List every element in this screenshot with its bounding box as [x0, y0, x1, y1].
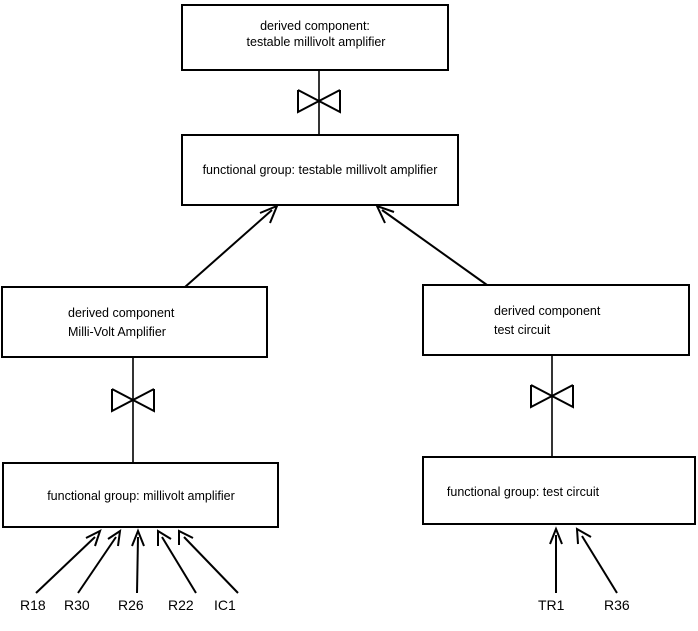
arrow-head-icon: [85, 529, 102, 547]
connector-derived-to-functional-group-right[interactable]: [530, 355, 574, 457]
node-derived-test-circuit[interactable]: derived component test circuit: [422, 284, 690, 356]
connector-derived-to-functional-group-left[interactable]: [111, 357, 155, 463]
node-derived-milli-volt-amplifier[interactable]: derived component Milli-Volt Amplifier: [1, 286, 268, 358]
node-label-line-1: derived component: [68, 306, 175, 320]
leaf-arrow-r22[interactable]: [157, 529, 197, 594]
node-box: [181, 134, 459, 206]
arrow-milli-volt-amplifier-to-testable-group[interactable]: [184, 204, 279, 288]
node-label-line-1: functional group: test circuit: [447, 485, 600, 499]
bowtie-icon: [111, 388, 155, 413]
bowtie-icon: [297, 89, 341, 114]
leaf-arrow-r26[interactable]: [131, 528, 145, 594]
node-label-line-2: test circuit: [494, 323, 551, 337]
leaf-arrows-layer: [35, 526, 618, 594]
node-functional-group-millivolt-amplifier[interactable]: functional group: millivolt amplifier: [2, 462, 279, 528]
leaf-arrow-ic1[interactable]: [178, 529, 239, 594]
arrow-shaft: [183, 536, 239, 594]
node-label-line-2: Milli-Volt Amplifier: [68, 325, 166, 339]
connector-derived-to-functional-group-top[interactable]: [297, 70, 341, 135]
leaf-labels-layer: R18 R30 R26 R22 IC1 TR1 R36: [20, 597, 630, 613]
arrow-shaft: [184, 209, 273, 288]
leaf-arrow-r30[interactable]: [77, 528, 122, 594]
node-functional-group-test-circuit[interactable]: functional group: test circuit: [422, 456, 696, 525]
node-functional-group-testable-millivolt-amplifier[interactable]: functional group: testable millivolt amp…: [181, 134, 459, 206]
connectors-layer: [111, 70, 574, 463]
arrow-shaft: [581, 535, 618, 594]
node-label-line-2: testable millivolt amplifier: [247, 35, 386, 49]
leaf-arrow-r36[interactable]: [575, 527, 618, 594]
leaf-label-r26: R26: [118, 597, 144, 613]
arrow-shaft: [77, 536, 117, 594]
arrow-head-icon: [549, 526, 563, 545]
leaf-label-r18: R18: [20, 597, 46, 613]
arrow-shaft: [136, 536, 139, 594]
node-box: [181, 4, 449, 71]
node-box: [422, 456, 696, 525]
leaf-label-r22: R22: [168, 597, 194, 613]
node-box: [2, 462, 279, 528]
nodes-layer: derived component: testable millivolt am…: [1, 4, 696, 528]
generalization-arrows-layer: [184, 204, 488, 288]
leaf-label-r36: R36: [604, 597, 630, 613]
arrow-head-icon: [575, 527, 592, 545]
arrow-head-icon: [131, 528, 145, 547]
node-box: [422, 284, 690, 356]
node-label-line-1: derived component:: [260, 19, 370, 33]
leaf-label-tr1: TR1: [538, 597, 565, 613]
arrow-head-icon: [157, 529, 172, 546]
node-derived-testable-millivolt-amplifier[interactable]: derived component: testable millivolt am…: [181, 4, 449, 71]
leaf-label-ic1: IC1: [214, 597, 236, 613]
leaf-label-r30: R30: [64, 597, 90, 613]
node-label-line-1: derived component: [494, 304, 601, 318]
arrow-shaft: [35, 536, 96, 594]
arrow-test-circuit-to-testable-group[interactable]: [375, 204, 488, 286]
bowtie-icon: [530, 384, 574, 409]
arrow-head-icon: [107, 528, 122, 547]
node-label-line-1: functional group: millivolt amplifier: [47, 489, 235, 503]
node-box: [1, 286, 268, 358]
arrow-head-icon: [259, 204, 279, 224]
arrow-shaft: [381, 209, 488, 286]
node-label-line-1: functional group: testable millivolt amp…: [203, 163, 438, 177]
leaf-arrow-r18[interactable]: [35, 529, 102, 594]
arrow-shaft: [161, 536, 197, 594]
arrow-head-icon: [178, 529, 194, 545]
leaf-arrow-tr1[interactable]: [549, 526, 563, 593]
arrow-head-icon: [375, 204, 395, 224]
